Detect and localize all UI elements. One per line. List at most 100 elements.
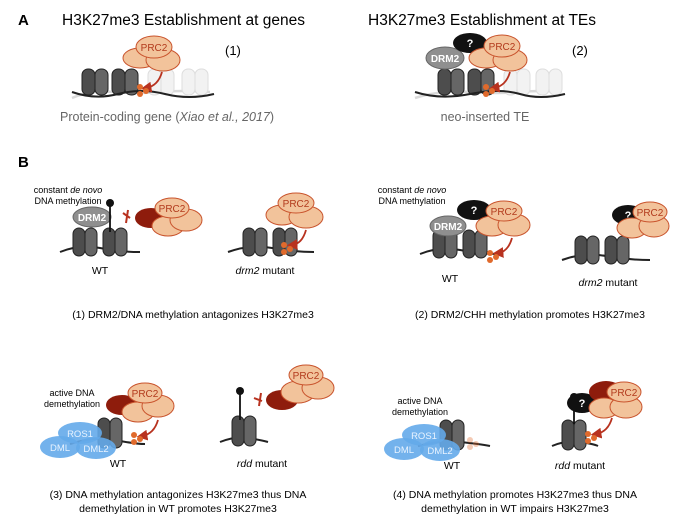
svg-text:PRC2: PRC2 — [611, 388, 638, 399]
caption-b1: (1) DRM2/DNA methylation antagonizes H3K… — [72, 309, 314, 321]
caption-b2: (2) DRM2/CHH methylation promotes H3K27m… — [415, 309, 645, 321]
blue-demethylases: ROS1 DML DML2 — [40, 422, 116, 459]
prc2-complex: PRC2 — [588, 381, 643, 419]
prc2-complex: PRC2 — [266, 364, 335, 410]
prc2-complex: PRC2 — [468, 34, 528, 72]
prc2-complex: PRC2 — [265, 192, 324, 229]
panel-b1-wt: constant de novo DNA methylation DRM2 PR… — [34, 185, 203, 277]
nucleosome-dark — [432, 229, 458, 259]
h3k27me3-marks — [483, 84, 495, 97]
h3k27me3-marks — [131, 432, 143, 445]
nucleosome-dark — [561, 419, 587, 451]
panel-b4-wt: active DNA demethylation ROS1 DML DML2 W… — [384, 396, 491, 472]
unknown-factor: ? — [457, 200, 491, 220]
svg-text:?: ? — [579, 398, 586, 410]
svg-text:PRC2: PRC2 — [293, 371, 320, 382]
unknown-factor: ? — [453, 33, 487, 53]
svg-text:DML2: DML2 — [83, 444, 108, 455]
nucleosome-dark — [574, 235, 600, 265]
nucleosome-dark — [102, 227, 128, 257]
svg-text:DRM2: DRM2 — [78, 213, 107, 224]
svg-text:DNA methylation: DNA methylation — [378, 196, 445, 206]
panel-b2-wt: constant de novo DNA methylation DRM2 ? … — [378, 185, 531, 285]
svg-text:constant de novo: constant de novo — [378, 185, 447, 195]
svg-text:DRM2: DRM2 — [434, 222, 463, 233]
caption-b3-line2: demethylation in WT promotes H3K27me3 — [79, 503, 277, 515]
panel-a-title-right: H3K27me3 Establishment at TEs — [368, 12, 596, 29]
caption-b4-line1: (4) DNA methylation promotes H3K27me3 th… — [393, 489, 637, 501]
svg-text:PRC2: PRC2 — [132, 389, 159, 400]
prc2-complex: PRC2 — [106, 382, 175, 423]
faint-marks — [467, 437, 479, 450]
caption-b3-line1: (3) DNA methylation antagonizes H3K27me3… — [50, 489, 307, 501]
panel-b4-mutant: ? PRC2 rdd mutant — [551, 381, 643, 472]
svg-text:ROS1: ROS1 — [411, 431, 437, 442]
panel-b3-mutant: PRC2 rdd mutant — [219, 364, 335, 470]
svg-text:DML: DML — [394, 445, 414, 456]
panel-a-caption-right: neo-inserted TE — [441, 110, 530, 124]
nucleosome-ghost — [147, 68, 175, 96]
svg-text:rdd mutant: rdd mutant — [555, 460, 605, 472]
prc2-label: PRC2 — [489, 42, 516, 53]
svg-text:active DNA: active DNA — [397, 396, 442, 406]
svg-text:demethylation: demethylation — [44, 399, 100, 409]
nucleosome-dark — [437, 68, 465, 96]
panel-b2-mutant: ? PRC2 drm2 mutant — [561, 201, 670, 289]
svg-text:ROS1: ROS1 — [67, 429, 93, 440]
nucleosome-dark — [72, 227, 98, 257]
svg-text:drm2 mutant: drm2 mutant — [236, 265, 295, 277]
h3k27me3-marks — [585, 431, 597, 444]
svg-text:WT: WT — [444, 460, 461, 472]
nucleosome-ghost — [181, 68, 209, 96]
panel-a-num-left: (1) — [225, 43, 241, 58]
prc2-complex: PRC2 — [616, 201, 670, 239]
svg-text:WT: WT — [442, 273, 459, 285]
h3k27me3-marks — [487, 250, 499, 263]
nucleosome-dark — [81, 68, 109, 96]
nucleosome-dark — [604, 235, 630, 265]
h3k27me3-marks — [281, 242, 293, 255]
svg-text:drm2 mutant: drm2 mutant — [579, 277, 638, 289]
svg-text:rdd mutant: rdd mutant — [237, 458, 287, 470]
panel-b3-wt: active DNA demethylation ROS1 DML DML2 P… — [40, 382, 175, 470]
blue-demethylases: ROS1 DML DML2 — [384, 424, 460, 461]
nucleosome-dark — [462, 229, 488, 259]
panel-a-caption-left: Protein-coding gene (Xiao et al., 2017) — [60, 110, 274, 124]
nucleosome-dark — [231, 415, 257, 447]
svg-text:WT: WT — [110, 458, 127, 470]
svg-text:DML: DML — [50, 443, 70, 454]
drm2-protein: DRM2 — [429, 215, 467, 237]
svg-text:PRC2: PRC2 — [637, 208, 664, 219]
svg-text:?: ? — [625, 210, 632, 222]
cdnm-label: constant de novo — [34, 185, 103, 195]
drm2-protein: DRM2 — [425, 46, 465, 70]
nucleosome-ghost — [535, 68, 563, 96]
panel-a-num-right: (2) — [572, 43, 588, 58]
caption-b4-line2: demethylation in WT impairs H3K27me3 — [421, 503, 609, 515]
methyl-pin — [236, 387, 244, 395]
svg-text:?: ? — [471, 205, 478, 217]
nucleosome-dark — [111, 68, 139, 96]
prc2-complex: PRC2 — [122, 35, 181, 72]
panel-a-letter: A — [18, 12, 29, 29]
svg-text:DNA methylation: DNA methylation — [34, 196, 101, 206]
nucleosome-dark — [242, 227, 268, 257]
panel-b-letter: B — [18, 154, 29, 171]
prc2-label: PRC2 — [141, 43, 168, 54]
methyl-pin — [106, 199, 114, 207]
h3k27me3-marks — [137, 84, 149, 97]
svg-text:DML2: DML2 — [427, 446, 452, 457]
svg-text:active DNA: active DNA — [49, 388, 94, 398]
drm2-protein: DRM2 — [72, 206, 112, 228]
svg-text:PRC2: PRC2 — [283, 199, 310, 210]
prc2-complex: PRC2 — [135, 197, 203, 237]
svg-text:PRC2: PRC2 — [491, 207, 518, 218]
svg-text:demethylation: demethylation — [392, 407, 448, 417]
svg-text:PRC2: PRC2 — [159, 204, 186, 215]
panel-a-title-left: H3K27me3 Establishment at genes — [62, 12, 305, 29]
panel-b1-mutant: PRC2 drm2 mutant — [227, 192, 324, 277]
drm2-label: DRM2 — [431, 54, 460, 65]
prc2-complex: PRC2 — [475, 200, 531, 237]
svg-text:WT: WT — [92, 265, 109, 277]
